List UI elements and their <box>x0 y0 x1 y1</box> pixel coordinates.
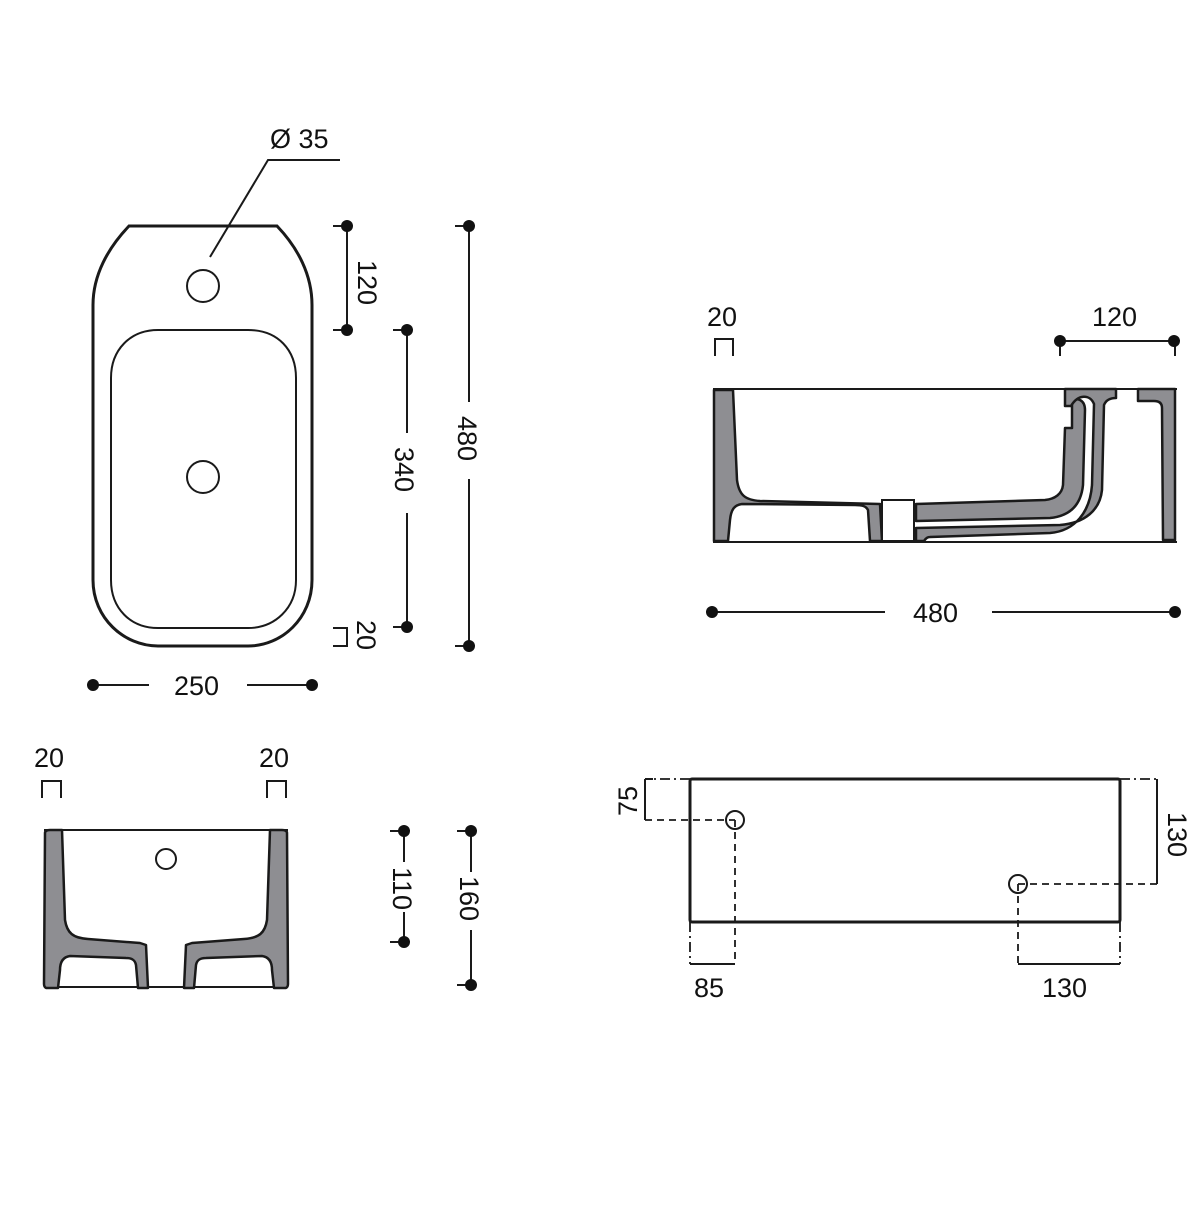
svg-text:20: 20 <box>351 620 381 650</box>
section-outer-channel <box>914 387 1118 543</box>
svg-text:250: 250 <box>174 671 219 701</box>
tap-hole <box>186 269 220 303</box>
rear-view-outline <box>688 777 1122 924</box>
tap-hole-leader-line <box>209 159 340 258</box>
svg-text:120: 120 <box>1092 302 1137 332</box>
svg-text:340: 340 <box>389 447 419 492</box>
drain-outlet <box>881 499 915 542</box>
rear-hole-1 <box>725 810 745 830</box>
svg-text:120: 120 <box>352 260 382 305</box>
section-left-wall <box>712 388 884 543</box>
rear-view: 75 130 85 130 <box>613 777 1192 1003</box>
svg-text:480: 480 <box>452 416 482 461</box>
dim-rim: 20 <box>333 620 381 650</box>
svg-text:480: 480 <box>913 598 958 628</box>
dim-length: 480 <box>706 598 1181 628</box>
dim-wall-right: 20 <box>259 743 289 798</box>
section-overflow-channel <box>914 397 1087 523</box>
dim-wall-left: 20 <box>34 743 64 798</box>
svg-text:85: 85 <box>694 973 724 1003</box>
cross-section-right-wall <box>182 828 290 990</box>
dim-basin-length: 340 <box>389 324 419 633</box>
section-right-wall <box>1136 387 1177 542</box>
dim-width: 250 <box>87 671 318 701</box>
svg-text:20: 20 <box>259 743 289 773</box>
dim-hole2-from-top: 130 <box>1018 778 1192 885</box>
dim-total-length: 480 <box>452 220 482 652</box>
tap-hole-diameter-label: Ø 35 <box>270 124 329 154</box>
dim-height: 160 <box>454 825 484 991</box>
cross-section-left-wall <box>42 828 150 990</box>
svg-text:110: 110 <box>387 867 417 910</box>
svg-text:75: 75 <box>613 786 643 816</box>
svg-text:20: 20 <box>707 302 737 332</box>
svg-text:160: 160 <box>454 876 484 921</box>
drain-hole <box>186 460 220 494</box>
cross-section-view: 20 20 110 160 <box>34 743 484 991</box>
basin-outer-outline <box>91 224 314 648</box>
dim-hole1-from-left: 85 <box>689 820 736 1003</box>
dim-right-deck: 120 <box>1054 302 1180 356</box>
basin-inner-bowl <box>110 329 297 629</box>
dim-hole2-from-right: 130 <box>1017 884 1121 1003</box>
dim-hole1-from-top: 75 <box>613 778 735 821</box>
overflow-hole <box>155 848 177 870</box>
svg-text:130: 130 <box>1042 973 1087 1003</box>
dim-wall: 20 <box>707 302 737 356</box>
dim-tap-to-basin: 120 <box>333 220 382 336</box>
svg-text:130: 130 <box>1162 812 1192 857</box>
dim-inner-depth: 110 <box>387 825 417 948</box>
svg-text:20: 20 <box>34 743 64 773</box>
top-view: Ø 35 120 340 480 <box>87 124 482 701</box>
rear-hole-2 <box>1008 874 1028 894</box>
long-section-view: 20 120 480 <box>706 302 1181 628</box>
